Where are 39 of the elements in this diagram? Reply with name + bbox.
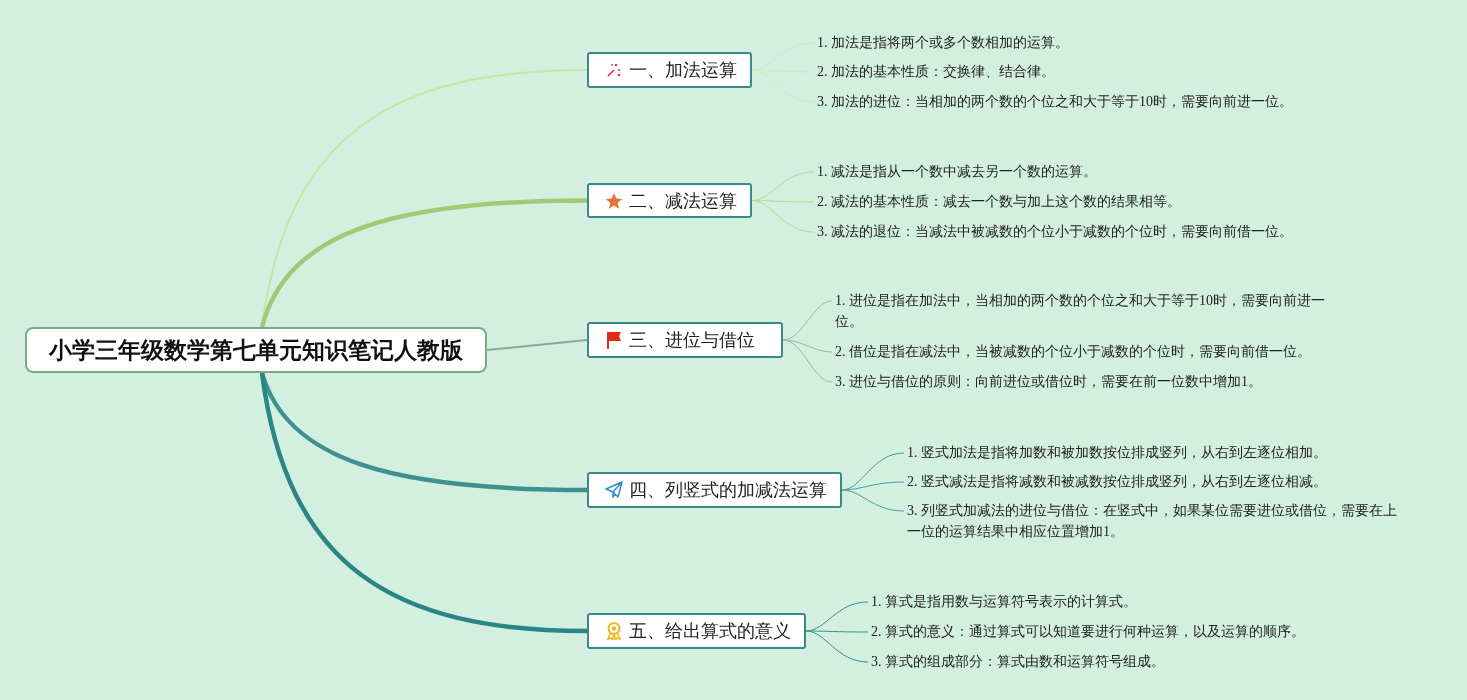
branch-line [782, 300, 833, 341]
branch-line [841, 489, 905, 512]
branch-line [751, 69, 815, 103]
topic-box [587, 322, 783, 358]
branch-line [805, 630, 869, 633]
topic-box [587, 183, 752, 218]
note-text: 2. 借位是指在减法中，当被减数的个位小于减数的个位时，需要向前借一位。 [832, 341, 1327, 362]
branch-line [805, 630, 869, 663]
topic-title: 四、列竖式的加减法运算 [629, 478, 827, 502]
note-text: 2. 减法的基本性质：减去一个数与加上这个数的结果相等。 [814, 191, 1234, 212]
note-text: 1. 减法是指从一个数中减去另一个数的运算。 [814, 161, 1214, 182]
branch-line [782, 339, 833, 383]
topic-title: 二、减法运算 [629, 188, 737, 213]
note-text: 2. 算式的意义：通过算式可以知道要进行何种运算，以及运算的顺序。 [868, 621, 1368, 642]
note-text: 1. 算式是指用数与运算符号表示的计算式。 [868, 591, 1268, 612]
note-text: 3. 加法的进位：当相加的两个数的个位之和大于等于10时，需要向前进一位。 [814, 91, 1334, 112]
note-text: 3. 算式的组成部分：算式由数和运算符号组成。 [868, 651, 1268, 672]
note-text: 3. 列竖式加减法的进位与借位：在竖式中，如果某位需要进位或借位，需要在上一位的运算结果中相应位置增加1。 [904, 500, 1404, 542]
branch-line [486, 339, 588, 351]
note-text: 1. 进位是指在加法中，当相加的两个数的个位之和大于等于10时，需要向前进一位。 [832, 290, 1327, 332]
branch-line [751, 200, 815, 233]
central-topic-box: 小学三年级数学第七单元知识笔记人教版 [25, 327, 487, 373]
branch-line [259, 198, 588, 328]
topic-box [587, 472, 842, 508]
note-text: 1. 竖式加法是指将加数和被加数按位排成竖列，从右到左逐位相加。 [904, 442, 1399, 463]
note-text: 2. 加法的基本性质：交换律、结合律。 [814, 61, 1214, 82]
note-text: 3. 进位与借位的原则：向前进位或借位时，需要在前一位数中增加1。 [832, 371, 1327, 392]
branch-line [259, 372, 588, 634]
note-text: 1. 加法是指将两个或多个数相加的运算。 [814, 32, 1214, 53]
topic-title: 五、给出算式的意义 [629, 619, 791, 643]
topic-title: 一、加法运算 [629, 58, 737, 82]
branch-line [841, 481, 905, 491]
note-text: 2. 竖式减法是指将减数和被减数按位排成竖列，从右到左逐位相减。 [904, 471, 1399, 492]
branch-line [782, 339, 833, 353]
topic-box [587, 613, 806, 649]
topic-box [587, 52, 752, 88]
note-text: 3. 减法的退位：当减法中被减数的个位小于减数的个位时，需要向前借一位。 [814, 221, 1334, 242]
topic-title: 三、进位与借位 [629, 328, 755, 352]
branch-line [751, 171, 815, 201]
